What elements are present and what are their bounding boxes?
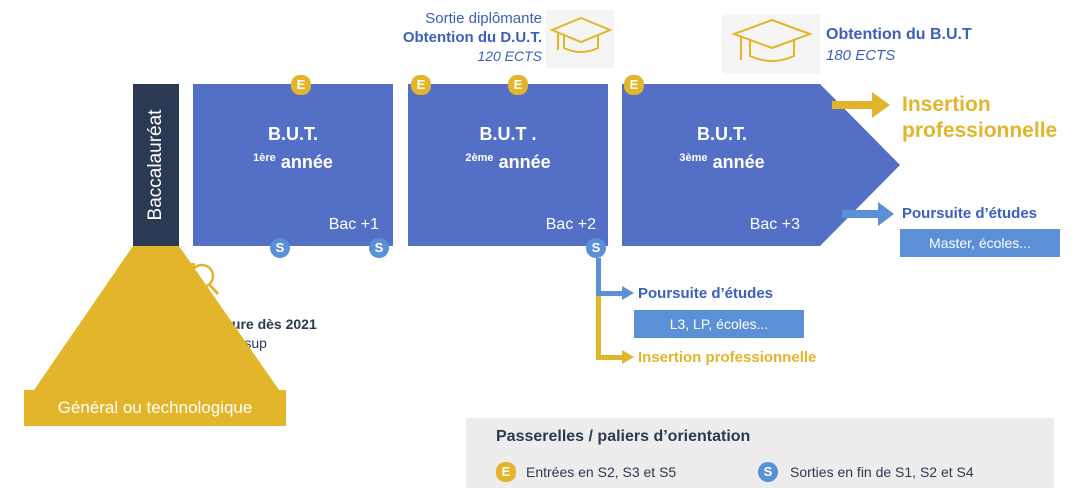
but-diploma-line1: Obtention du B.U.T xyxy=(826,26,972,43)
year-2-annee: année xyxy=(498,152,551,172)
baccalaureat-bar xyxy=(133,84,179,246)
but-diploma-line2: 180 ECTS xyxy=(826,47,896,64)
exit-badge-s4: S xyxy=(586,238,606,258)
legend-entry-text: Entrées en S2, S3 et S5 xyxy=(526,464,677,480)
poursuite-right-box: Master, écoles... xyxy=(900,229,1060,257)
but-diploma-block: Obtention du B.U.T 180 ECTS xyxy=(826,26,972,64)
baccalaureat-label: Baccalauréat xyxy=(145,109,166,221)
poursuite-mid-arrow-icon xyxy=(622,286,634,300)
poursuite-right-sub: Master, écoles... xyxy=(929,235,1031,251)
year-3-title: B.U.T. xyxy=(696,124,747,144)
branch-line-blue-h xyxy=(596,291,624,296)
dut-diploma-line1: Sortie diplômante xyxy=(425,10,542,27)
year-1-annee: année xyxy=(280,152,333,172)
entry-badge-s5: E xyxy=(624,75,644,95)
graduation-cap-icon xyxy=(550,16,612,53)
legend-exit-badge: S xyxy=(758,462,778,482)
entry-badge-s2: E xyxy=(291,75,311,95)
poursuite-mid-sub: L3, LP, écoles... xyxy=(669,316,769,332)
entry-badge-s3: E xyxy=(411,75,431,95)
dut-diploma-block: Sortie diplômante Obtention du D.U.T. 12… xyxy=(330,10,542,64)
year-2-title: B.U.T . xyxy=(479,124,537,144)
year-3-annee-line: 3ème année xyxy=(622,152,822,173)
insertion-arrow-icon xyxy=(832,92,890,118)
year-2-bac: Bac +2 xyxy=(545,216,596,233)
year-2-box: B.U.T . 2ème année Bac +2 xyxy=(408,84,608,246)
branch-line-yellow xyxy=(596,296,601,360)
legend-title: Passerelles / paliers d’orientation xyxy=(496,428,751,445)
poursuite-arrow-icon xyxy=(842,202,894,226)
branch-line-blue xyxy=(596,258,601,296)
entry-badge-s3b: E xyxy=(508,75,528,95)
bac-types-box: Général ou technologique xyxy=(24,390,286,426)
year-3-arrow-shape xyxy=(622,84,900,246)
year-2-sup: 2ème xyxy=(465,152,494,164)
legend-entry-badge: E xyxy=(496,462,516,482)
bac-funnel-shape xyxy=(34,246,279,390)
insertion-mid-arrow-icon xyxy=(622,350,634,364)
insertion-top-block: Insertion professionnelle xyxy=(902,92,1057,144)
exit-badge-s1: S xyxy=(270,238,290,258)
year-1-sup: 1ère xyxy=(253,152,276,164)
year-3-annee: année xyxy=(712,152,765,172)
year-1-annee-line: 1ère année xyxy=(193,152,393,173)
year-1-bac: Bac +1 xyxy=(328,216,379,233)
year-1-box: B.U.T. 1ère année Bac +1 xyxy=(193,84,393,246)
year-3-sup: 3ème xyxy=(679,152,708,164)
year-3-box: B.U.T. 3ème année Bac +3 xyxy=(622,84,822,246)
insertion-mid-label: Insertion professionnelle xyxy=(638,349,817,366)
insertion-top-line2: professionnelle xyxy=(902,119,1058,142)
legend-box: Passerelles / paliers d’orientation E En… xyxy=(466,418,1054,488)
exit-badge-s2: S xyxy=(369,238,389,258)
year-2-annee-line: 2ème année xyxy=(408,152,608,173)
legend-exit-text: Sorties en fin de S1, S2 et S4 xyxy=(790,464,974,480)
poursuite-right-label: Poursuite d’études xyxy=(902,205,1038,222)
poursuite-mid-box: L3, LP, écoles... xyxy=(634,310,804,338)
dut-diploma-line3: 120 ECTS xyxy=(477,48,542,64)
year-1-title: B.U.T. xyxy=(267,124,318,144)
graduation-cap-icon xyxy=(732,18,812,62)
poursuite-mid-label: Poursuite d’études xyxy=(638,285,774,302)
branch-line-yellow-h xyxy=(596,355,624,360)
insertion-top-line1: Insertion xyxy=(902,93,991,116)
bac-types-label: Général ou technologique xyxy=(57,398,253,417)
year-3-bac: Bac +3 xyxy=(749,216,800,233)
but-cap-bg xyxy=(722,14,820,74)
dut-diploma-line2: Obtention du D.U.T. xyxy=(402,29,542,46)
